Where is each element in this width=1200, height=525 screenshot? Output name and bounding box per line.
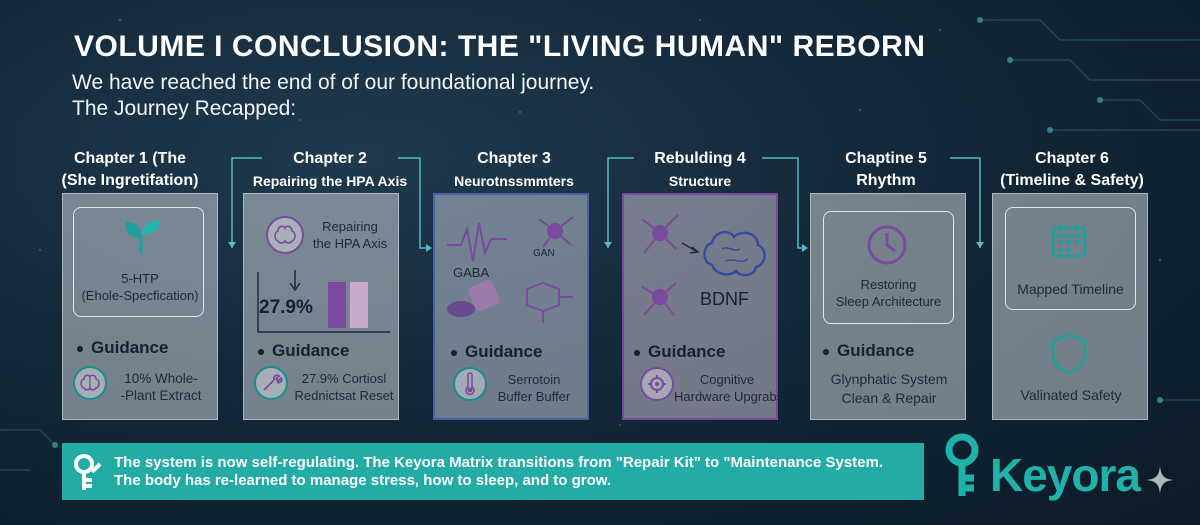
chapter-4-guidance-line-1: Cognitive <box>699 372 755 387</box>
chapter-2-box-line-2: the HPA Axis <box>312 236 388 251</box>
chapter-4-guidance-text: Cognitive Hardware Upgrabs <box>674 371 784 405</box>
banner-line-2: The body has re-learned to manage stress… <box>114 472 612 489</box>
brain-icon <box>73 366 107 400</box>
banner-text: The system is now self-regulating. The K… <box>114 454 919 490</box>
chapter-6-bottom-text: Valinated Safety <box>1020 387 1122 403</box>
keyora-logo-icon <box>945 433 979 496</box>
chapter-3-guidance-line-2: Buffer Buffer <box>497 389 571 404</box>
chapter-1-heading: Chapter 1 (The (She Ingretifation) <box>40 148 220 192</box>
chapter-2-guidance: Guidance <box>258 341 349 361</box>
chapter-5-heading-line-2: Rhythm <box>856 172 916 189</box>
keyora-logo-text: Keyora <box>990 449 1141 501</box>
chapter-5-heading-line-1: Chaptine 5 <box>845 150 927 167</box>
chapter-1-guidance-line-1: 10% Whole- <box>124 371 198 386</box>
chapter-2-guidance-text: 27.9% Cortiosl Rednictsat Reset <box>290 370 398 404</box>
chapter-6-box-text: Mapped Timeline <box>1017 281 1124 297</box>
chapter-2-heading: Chapter 2 Repairing the HPA Axis <box>240 148 420 192</box>
banner-line-1: The system is now self-regulating. The K… <box>114 454 884 471</box>
chapter-5-card: Restoring Sleep Architecture Guidance Gl… <box>810 193 966 420</box>
chapter-4-label-bdnf: BDNF <box>700 289 749 309</box>
wrench-icon <box>254 366 288 400</box>
chapter-5-inner-box <box>823 211 954 324</box>
calendar-icon <box>1051 224 1087 258</box>
sparkle-icon <box>1146 466 1174 494</box>
chapter-1-box-text: 5-HTP (Ehole-Specfication) <box>69 270 211 304</box>
brain-network-icon <box>641 214 766 316</box>
chapter-1-guidance-text: 10% Whole- -Plant Extract <box>107 370 215 404</box>
chapter-3-label-gan: GAN <box>533 248 555 259</box>
chapter-6-heading-line-1: Chapter 6 <box>1035 150 1109 167</box>
thermometer-icon <box>453 367 487 401</box>
chapter-5-guidance: Guidance <box>823 341 914 361</box>
chapter-2-card: Repairing the HPA Axis 27.9% Guidance 27… <box>243 193 399 420</box>
chapter-1-card: 5-HTP (Ehole-Specfication) Guidance 10% … <box>62 193 218 420</box>
chapter-3-heading-line-1: Chapter 3 <box>477 150 551 167</box>
conclusion-banner: The system is now self-regulating. The K… <box>62 443 924 500</box>
chapter-1-guidance-line-2: -Plant Extract <box>120 388 202 403</box>
chapter-2-guidance-line-2: Rednictsat Reset <box>294 388 394 403</box>
chapter-1-heading-line-2: (She Ingretifation) <box>61 172 199 189</box>
chapter-4-heading-line-2: Structure <box>668 173 732 189</box>
key-person-icon <box>74 454 102 490</box>
chapter-1-heading-line-1: Chapter 1 (The <box>73 150 186 167</box>
stat-value: 27.9% <box>259 297 313 318</box>
chapter-5-guidance-line-2: Clean & Repair <box>841 390 937 406</box>
page-title: VOLUME I CONCLUSION: THE "LIVING HUMAN" … <box>74 30 926 63</box>
chapter-2-box-text: Repairing the HPA Axis <box>308 218 392 252</box>
cog-head-icon <box>640 367 674 401</box>
neuron-icon <box>447 216 574 323</box>
chapter-1-box-line-1: 5-HTP <box>121 271 159 286</box>
chapter-4-heading-line-1: Rebulding 4 <box>654 150 746 167</box>
chapter-2-heading-line-1: Chapter 2 <box>293 150 367 167</box>
chapter-5-box-line-1: Restoring <box>860 277 917 292</box>
clock-icon <box>867 225 907 265</box>
chapter-1-guidance: Guidance <box>77 338 168 358</box>
chapter-3-heading-line-2: Neurotnssmmters <box>454 173 574 189</box>
chapter-6-heading: Chapter 6 (Timeline & Safety) <box>982 148 1162 192</box>
intro-line-2: The Journey Recapped: <box>72 97 297 120</box>
chapter-2-box-line-1: Repairing <box>322 219 378 234</box>
chapter-3-label-gaba: GABA <box>453 265 490 280</box>
stat-chart-icon <box>257 270 390 333</box>
chapter-1-box-line-2: (Ehole-Specfication) <box>81 288 199 303</box>
sprout-icon <box>125 220 160 254</box>
chapter-3-guidance-text: Serrotoin Buffer Buffer <box>489 371 579 405</box>
chapter-3-heading: Chapter 3 Neurotnssmmters <box>424 148 604 192</box>
chapter-4-card: BDNF Guidance Cognitive Hardware Upgrabs <box>622 193 784 420</box>
chapter-4-heading: Rebulding 4 Structure <box>610 148 790 192</box>
chapter-5-heading: Chaptine 5 Rhythm <box>796 148 976 192</box>
intro-text: We have reached the end of of our founda… <box>72 70 594 122</box>
chapter-5-box-line-2: Sleep Architecture <box>835 294 942 309</box>
chapter-3-card: GAN GABA Guidance Serrotoin Buffer Buffe… <box>433 193 589 420</box>
chapter-6-inner-box <box>1005 207 1136 310</box>
chapter-5-guidance-line-1: Glynphatic System <box>830 371 948 387</box>
brain-icon <box>266 216 304 254</box>
shield-icon <box>1051 333 1087 375</box>
chapter-5-guidance-text: Glynphatic System Clean & Repair <box>817 370 961 408</box>
chapter-6-card: Mapped Timeline Valinated Safety <box>992 193 1148 420</box>
chapter-2-heading-line-2: Repairing the HPA Axis <box>252 173 408 189</box>
chapter-6-heading-line-2: (Timeline & Safety) <box>1000 172 1144 189</box>
chapter-2-guidance-line-1: 27.9% Cortiosl <box>301 371 387 386</box>
chapter-5-box-text: Restoring Sleep Architecture <box>823 276 954 310</box>
chapter-3-guidance: Guidance <box>451 342 542 362</box>
chapter-3-guidance-line-1: Serrotoin <box>507 372 561 387</box>
chapter-1-inner-box <box>73 207 204 317</box>
chapter-4-guidance: Guidance <box>634 342 725 362</box>
chapter-4-guidance-line-2: Hardware Upgrabs <box>674 389 784 404</box>
intro-line-1: We have reached the end of of our founda… <box>72 71 595 94</box>
